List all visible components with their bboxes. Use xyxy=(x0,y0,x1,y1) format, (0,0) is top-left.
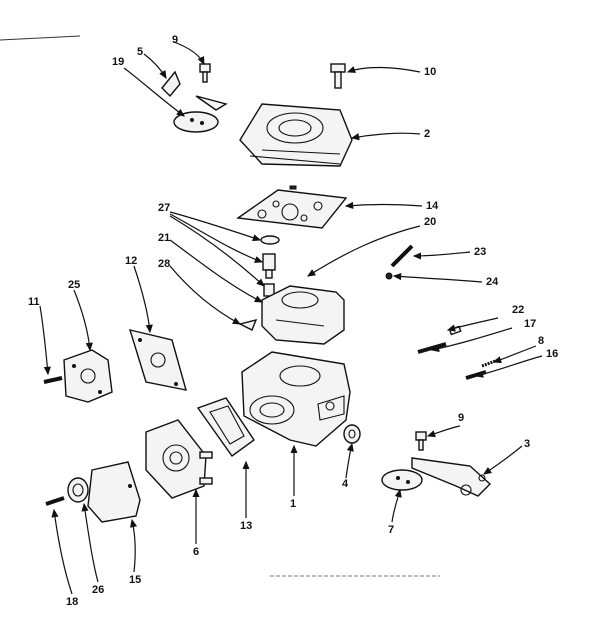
part-11-pin xyxy=(43,376,63,384)
label-21: 21 xyxy=(158,232,171,244)
part-26-cap xyxy=(67,477,89,503)
label-5: 5 xyxy=(137,46,144,58)
label-25: 25 xyxy=(68,279,81,291)
label-22: 22 xyxy=(512,304,525,316)
part-1-carburetor-body xyxy=(241,351,351,447)
label-8: 8 xyxy=(538,335,545,347)
label-26: 26 xyxy=(92,584,105,596)
label-18: 18 xyxy=(66,596,79,608)
scan-line-top xyxy=(0,35,81,41)
label-9-top: 9 xyxy=(172,34,179,46)
label-11: 11 xyxy=(28,296,40,308)
label-24: 24 xyxy=(486,276,499,288)
label-13: 13 xyxy=(240,520,253,532)
label-3: 3 xyxy=(524,438,531,450)
label-20: 20 xyxy=(424,216,437,228)
label-28: 28 xyxy=(158,258,171,270)
label-27: 27 xyxy=(158,202,171,214)
label-2: 2 xyxy=(424,128,431,140)
part-27-o-ring xyxy=(260,235,280,245)
part-18-screw xyxy=(45,496,65,506)
part-16-needle xyxy=(465,370,487,380)
part-21-needle-valve xyxy=(262,253,276,279)
part-23-screw xyxy=(390,244,414,268)
label-1: 1 xyxy=(290,498,297,510)
label-19: 19 xyxy=(112,56,125,68)
part-24-ball xyxy=(385,272,393,280)
part-4-bushing xyxy=(343,424,361,444)
label-6: 6 xyxy=(193,546,200,558)
label-14: 14 xyxy=(426,200,439,212)
label-12: 12 xyxy=(125,255,138,267)
part-12-gasket xyxy=(128,329,187,391)
part-14-gasket-plate xyxy=(236,185,348,229)
leader-lines xyxy=(39,41,543,595)
part-19-disc xyxy=(173,95,228,133)
part-9-screw-lower xyxy=(415,431,427,451)
part-5-lever xyxy=(161,70,181,98)
label-9-lower: 9 xyxy=(458,412,465,424)
label-23: 23 xyxy=(474,246,487,258)
part-25-pump-body xyxy=(63,349,113,403)
label-17: 17 xyxy=(524,318,537,330)
part-13-gasket xyxy=(196,397,255,457)
part-10-screw xyxy=(330,63,346,89)
part-6-flange xyxy=(145,419,213,499)
label-15: 15 xyxy=(129,574,142,586)
part-20-metering-housing xyxy=(261,285,345,345)
label-4: 4 xyxy=(342,478,349,490)
part-2-top-cover xyxy=(239,103,353,167)
label-16: 16 xyxy=(546,348,559,360)
part-15-pump-cover xyxy=(87,461,141,523)
label-10: 10 xyxy=(424,66,437,78)
part-7-disc xyxy=(381,469,423,491)
part-9-screw-top xyxy=(199,63,211,83)
part-3-throttle-lever xyxy=(411,457,492,497)
label-7: 7 xyxy=(388,524,395,536)
